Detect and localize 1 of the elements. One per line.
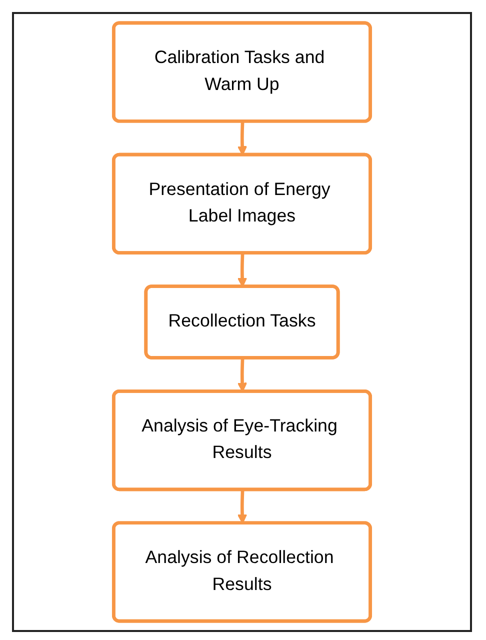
diagram-frame: Calibration Tasks and Warm Up Presentation of Energy Label Images Recollection Tasks Analysis of Eye-Tracking Results Analysis of Recollection Results — [12, 12, 472, 632]
